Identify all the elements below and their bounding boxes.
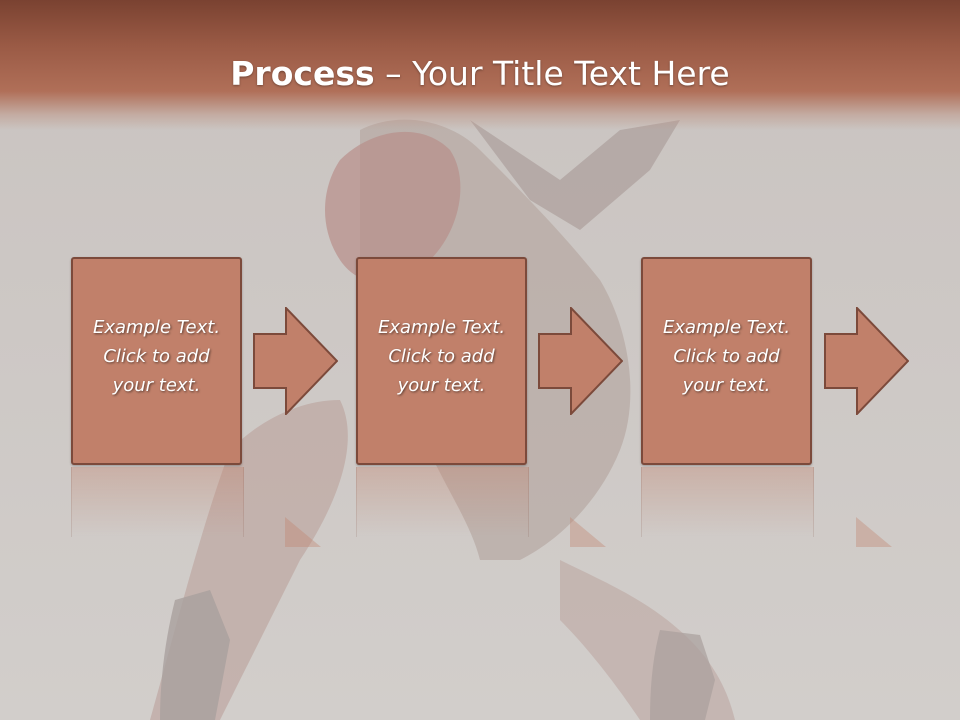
box-reflection-1 (71, 467, 244, 537)
arrow-reflection-2 (570, 517, 606, 547)
process-step-box-2[interactable]: Example Text. Click to add your text. (356, 257, 527, 465)
arrow-right-icon-1 (253, 307, 338, 415)
box-reflection-2 (356, 467, 529, 537)
arrow-reflection-1 (285, 517, 321, 547)
step-text-2[interactable]: Example Text. Click to add your text. (377, 317, 506, 396)
slide-title[interactable]: Process – Your Title Text Here (0, 54, 960, 94)
box-reflection-3 (641, 467, 814, 537)
process-step-box-1[interactable]: Example Text. Click to add your text. (71, 257, 242, 465)
step-text-1[interactable]: Example Text. Click to add your text. (92, 317, 221, 396)
title-bar (0, 0, 960, 130)
title-rest: – Your Title Text Here (374, 54, 730, 93)
process-step-box-3[interactable]: Example Text. Click to add your text. (641, 257, 812, 465)
arrow-right-icon-2 (538, 307, 623, 415)
arrow-reflection-3 (856, 517, 892, 547)
arrow-right-icon-3 (824, 307, 909, 415)
step-text-3[interactable]: Example Text. Click to add your text. (662, 317, 791, 396)
title-bold: Process (230, 54, 375, 93)
